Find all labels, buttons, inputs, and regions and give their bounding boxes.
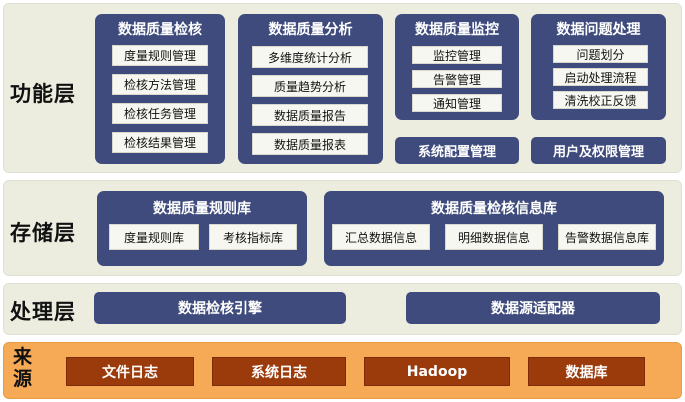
measure-rule-mgmt: 度量规则管理 xyxy=(112,45,208,66)
source-layer-label: 来源 xyxy=(13,346,34,390)
user-permission-mgmt: 用户及权限管理 xyxy=(531,137,666,164)
quality-analysis-title: 数据质量分析 xyxy=(268,22,353,38)
quality-report: 数据质量报告 xyxy=(252,104,368,126)
quality-analysis-panel: 数据质量分析 多维度统计分析 质量趋势分析 数据质量报告 数据质量报表 xyxy=(238,14,383,164)
check-task-mgmt: 检核任务管理 xyxy=(112,103,208,124)
source-hadoop: Hadoop xyxy=(364,357,510,386)
alarm-mgmt: 告警管理 xyxy=(412,70,502,88)
check-info-library-panel: 数据质量检核信息库 汇总数据信息 明细数据信息 告警数据信息库 xyxy=(324,191,664,266)
quality-check-title: 数据质量检核 xyxy=(118,22,202,38)
trend-analysis: 质量趋势分析 xyxy=(252,75,368,97)
assessment-index-library: 考核指标库 xyxy=(209,224,297,250)
source-database: 数据库 xyxy=(528,357,645,386)
data-source-adapter: 数据源适配器 xyxy=(406,292,660,324)
measure-rule-library: 度量规则库 xyxy=(109,224,199,250)
system-config-mgmt: 系统配置管理 xyxy=(395,137,519,164)
quality-monitor-title: 数据质量监控 xyxy=(415,22,499,38)
cleanse-correct-feedback: 清洗校正反馈 xyxy=(553,91,648,109)
rule-library-title: 数据质量规则库 xyxy=(153,201,251,217)
summary-data-info: 汇总数据信息 xyxy=(332,224,430,250)
issue-division: 问题划分 xyxy=(553,45,648,63)
alarm-data-info-library: 告警数据信息库 xyxy=(558,224,656,250)
quality-check-panel: 数据质量检核 度量规则管理 检核方法管理 检核任务管理 检核结果管理 xyxy=(95,14,225,164)
function-layer-label: 功能层 xyxy=(10,82,76,106)
quality-statement: 数据质量报表 xyxy=(252,133,368,155)
issue-handling-panel: 数据问题处理 问题划分 启动处理流程 清洗校正反馈 xyxy=(531,14,666,120)
detail-data-info: 明细数据信息 xyxy=(445,224,543,250)
check-method-mgmt: 检核方法管理 xyxy=(112,74,208,95)
check-info-library-title: 数据质量检核信息库 xyxy=(431,201,557,217)
check-result-mgmt: 检核结果管理 xyxy=(112,132,208,153)
notify-mgmt: 通知管理 xyxy=(412,94,502,112)
quality-monitor-panel: 数据质量监控 监控管理 告警管理 通知管理 xyxy=(395,14,519,120)
processing-layer-label: 处理层 xyxy=(10,300,76,324)
rule-library-panel: 数据质量规则库 度量规则库 考核指标库 xyxy=(97,191,307,266)
issue-handling-title: 数据问题处理 xyxy=(556,22,641,38)
start-process-flow: 启动处理流程 xyxy=(553,68,648,86)
source-system-log: 系统日志 xyxy=(212,357,346,386)
monitor-mgmt: 监控管理 xyxy=(412,46,502,64)
data-check-engine: 数据检核引擎 xyxy=(94,292,346,324)
storage-layer-label: 存储层 xyxy=(10,221,76,245)
multi-dim-analysis: 多维度统计分析 xyxy=(252,46,368,68)
source-file-log: 文件日志 xyxy=(66,357,194,386)
